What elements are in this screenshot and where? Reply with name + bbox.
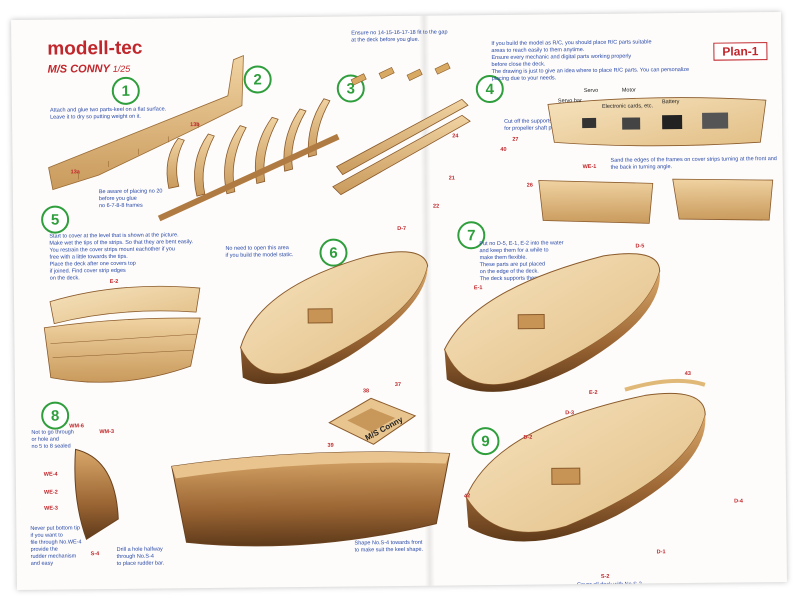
- label-21: 21: [448, 175, 455, 182]
- label-13a: 13a: [70, 169, 80, 176]
- label-we2: WE-2: [43, 489, 58, 496]
- label-wm6: WM-6: [69, 423, 84, 430]
- plan-badge: Plan-1: [713, 42, 768, 61]
- label-38: 38: [362, 388, 370, 395]
- label-40: 40: [500, 146, 507, 153]
- stringers-illustration: [332, 62, 471, 196]
- note-step4: If you build the model as R/C, you shoul…: [491, 39, 690, 83]
- note-step9: Cover all deck with No S-2: [576, 581, 642, 589]
- label-43: 43: [684, 370, 691, 378]
- label-d5: D-5: [635, 243, 645, 250]
- label-motor: Motor: [621, 87, 636, 94]
- label-d1: D-1: [656, 549, 666, 556]
- label-s2: S-2: [600, 573, 610, 580]
- note-step3: Ensure no 14-15-16-17-18 fit to the gap …: [351, 29, 448, 44]
- hull-step9-illustration: [465, 378, 706, 542]
- label-d4: D-4: [734, 498, 744, 505]
- label-d3: D-3: [565, 410, 575, 417]
- label-d2: D-2: [523, 434, 533, 441]
- label-d7: D-7: [397, 225, 407, 233]
- frames-illustration: [157, 98, 340, 222]
- label-electronic: Electronic cards, etc.: [601, 103, 654, 110]
- rc-layout-illustration: [547, 97, 767, 147]
- label-wm3: WM-3: [99, 428, 115, 436]
- label-24: 24: [452, 133, 459, 140]
- label-we4: WE-4: [43, 471, 58, 478]
- hull-step6-illustration: [239, 251, 429, 384]
- hull-sanding-illustration: [538, 178, 774, 224]
- stern-illustration: [74, 448, 119, 541]
- instruction-sheet: modell-tec M/S CONNY 1/25 Plan-1 1 Attac…: [11, 11, 787, 591]
- note-step8d: Shape No.S-4 towards front to make suit …: [354, 539, 424, 554]
- label-we3: WE-3: [44, 505, 58, 512]
- label-42: 42: [464, 493, 471, 500]
- planking-illustration: [43, 285, 201, 383]
- label-22: 22: [432, 203, 440, 210]
- step-badge-5: 5: [40, 205, 70, 234]
- label-servo: Servo: [583, 87, 599, 95]
- keel-illustration: [48, 55, 244, 191]
- label-battery: Battery: [661, 99, 680, 106]
- label-e1: E-1: [473, 285, 483, 292]
- label-servo-bar: Servo bar: [557, 98, 582, 105]
- nameplate-box-illustration: [328, 397, 417, 445]
- note-step8c: Drill a hole halfway through No.S-4 to p…: [116, 546, 165, 567]
- note-step8b: Never put bottom tip if you want to file…: [30, 525, 82, 567]
- label-37: 37: [394, 381, 402, 389]
- hull-bottom-illustration: [171, 451, 451, 547]
- label-27: 27: [512, 136, 519, 143]
- label-s4: S-4: [90, 551, 100, 558]
- label-e2-step5: E-2: [109, 278, 119, 286]
- step-badge-8: 8: [41, 401, 70, 430]
- hull-step7-illustration: [443, 253, 661, 392]
